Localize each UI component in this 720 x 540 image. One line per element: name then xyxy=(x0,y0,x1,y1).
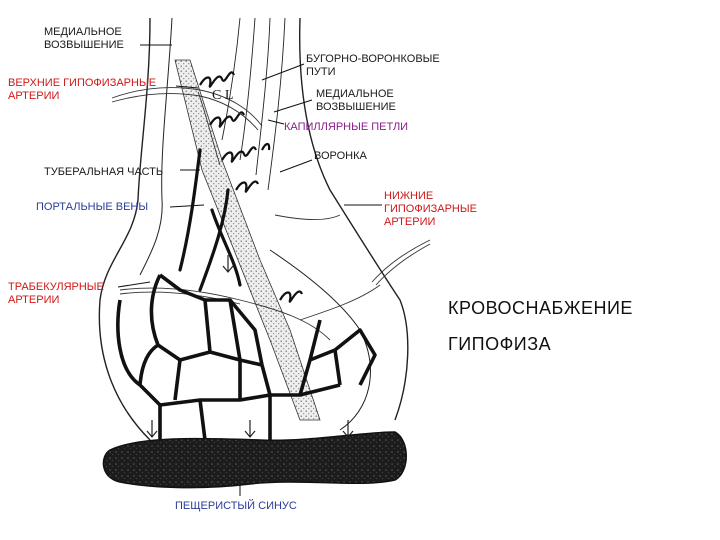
infundibular-stem xyxy=(174,59,321,421)
gland-outline xyxy=(98,17,151,441)
label-portal-veins: ПОРТАЛЬНЫЕ ВЕНЫ xyxy=(36,201,149,213)
label-tuberal-part: ТУБЕРАЛЬНАЯ ЧАСТЬ xyxy=(44,166,164,178)
superior-arteries xyxy=(111,87,263,166)
sinusoid-network xyxy=(116,273,377,441)
label-inferior-arteries: НИЖНИЕ ГИПОФИЗАРНЫЕ АРТЕРИИ xyxy=(384,190,477,228)
label-infundibulum: ВОРОНКА xyxy=(314,150,367,162)
leader-lines xyxy=(117,44,382,496)
label-capillary-loops: КАПИЛЛЯРНЫЕ ПЕТЛИ xyxy=(284,121,409,133)
label-medial-eminence-top: МЕДИАЛЬНОЕ ВОЗВЫШЕНИЕ xyxy=(44,26,124,51)
label-medial-eminence-right: МЕДИАЛЬНОЕ ВОЗВЫШЕНИЕ xyxy=(316,88,396,113)
tract-fibers xyxy=(221,17,286,191)
gland-outline-inner xyxy=(139,17,173,276)
cavernous-sinus xyxy=(102,431,407,489)
label-tuberoinfundibular-tract: БУГОРНО-ВОРОНКОВЫЕ ПУТИ xyxy=(306,53,440,78)
capillary-loops xyxy=(199,71,304,303)
stalk-right-outline xyxy=(299,17,409,421)
label-cl-mark: C L xyxy=(212,88,234,103)
title-line-2: ГИПОФИЗА xyxy=(448,334,552,354)
label-superior-arteries: ВЕРХНИЕ ГИПОФИЗАРНЫЕ АРТЕРИИ xyxy=(8,77,157,102)
label-trabecular-arteries: ТРАБЕКУЛЯРНЫЕ АРТЕРИИ xyxy=(8,281,104,306)
inferior-arteries xyxy=(274,214,431,321)
portal-veins xyxy=(178,148,242,292)
title-line-1: КРОВОСНАБЖЕНИЕ xyxy=(448,298,633,318)
label-cavernous-sinus: ПЕЩЕРИСТЫЙ СИНУС xyxy=(175,500,297,512)
